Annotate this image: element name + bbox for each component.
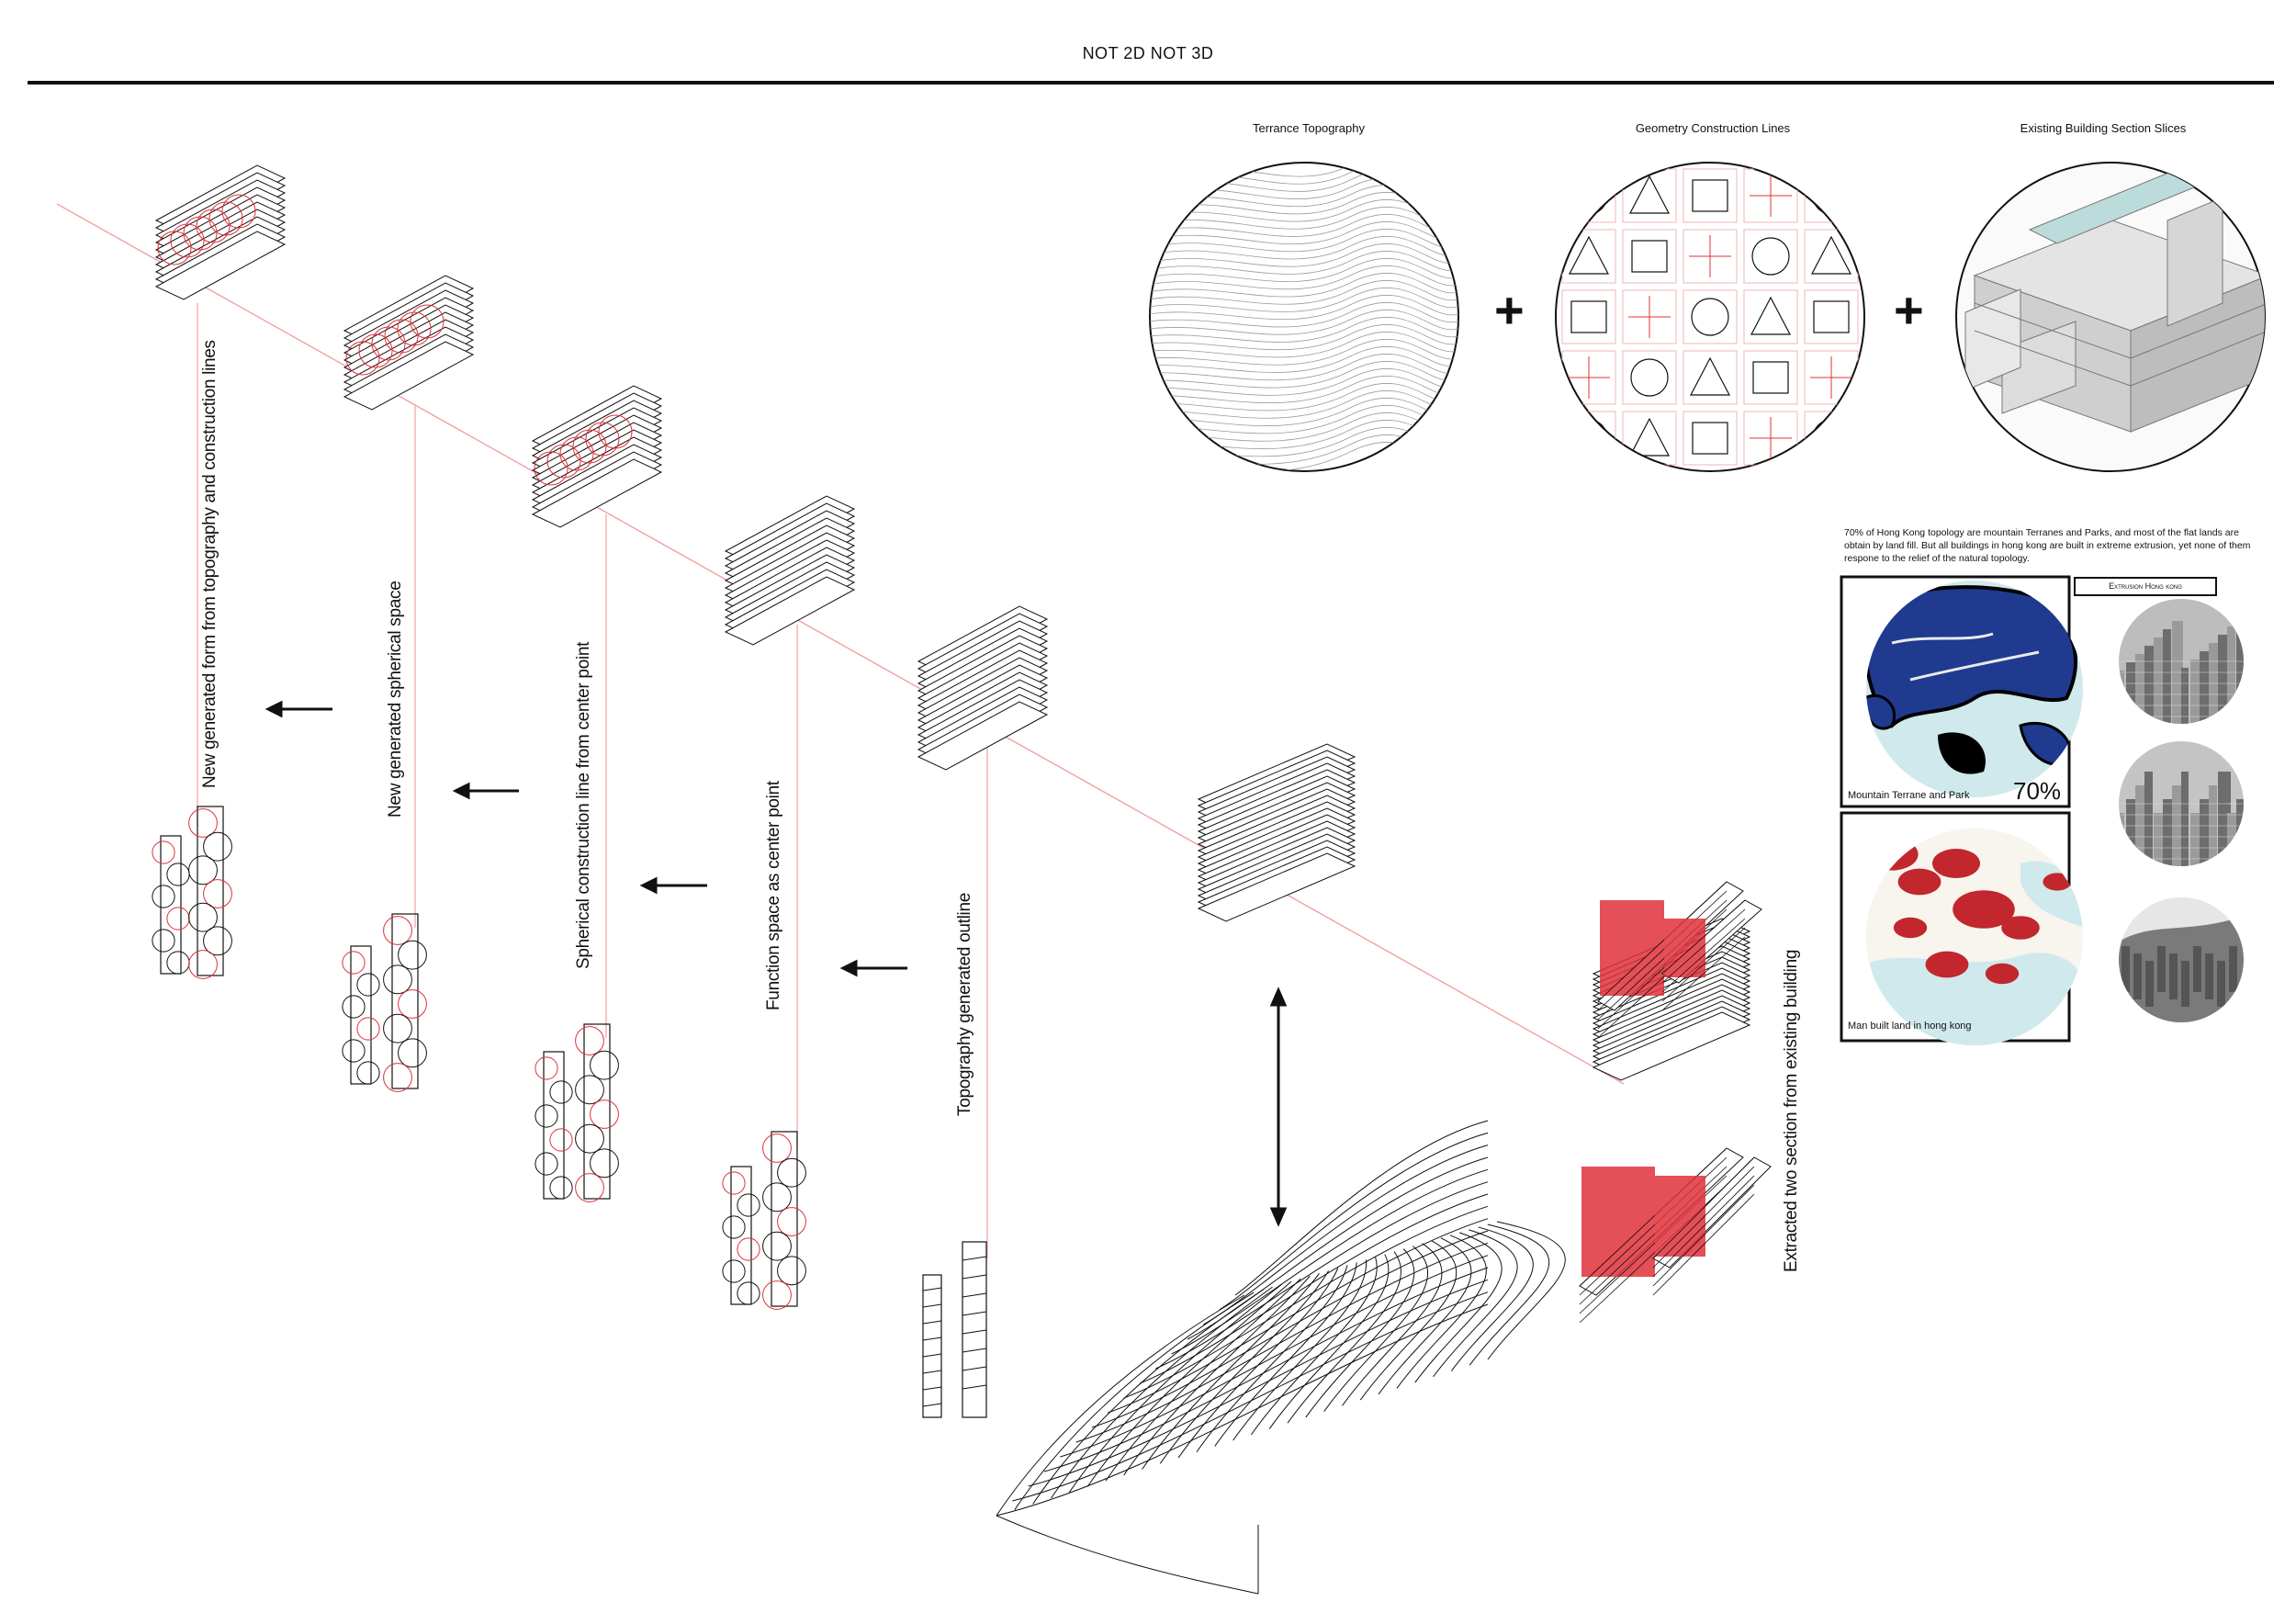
geometry-construction-circle [1555,162,1865,472]
elevation-column [535,1051,573,1200]
label-function-space: Function space as center point [764,781,783,1010]
elevation-column [922,1241,987,1418]
projection-lines [197,303,988,1258]
elevation-column [383,913,427,1092]
stacked-form [343,275,475,411]
info-paragraph: 70% of Hong Kong topology are mountain T… [1844,527,2251,564]
caption-terrance-topography: Terrance Topography [1253,121,1365,135]
arrow-left-icon [452,782,519,800]
page-title: NOT 2D NOT 3D [1082,44,1214,62]
red-section [1652,1156,1772,1296]
terrance-topography-circle [1149,162,1459,472]
label-extracted-sections: Extracted two section from existing buil… [1782,949,1801,1272]
map2-caption: Man built land in hong kong [1848,1021,1972,1032]
diagonal-guide-line [56,203,1625,1085]
double-arrow-vertical-icon [1269,987,1288,1227]
stacked-form [917,605,1049,771]
map1-caption: Mountain Terrane and Park [1848,790,1970,801]
label-new-spherical-space: New generated spherical space [386,581,405,818]
elevation-column [188,806,232,979]
photo-dense-towers-2 [2119,741,2244,866]
elevation-column [342,945,380,1085]
stacked-form [1197,743,1356,922]
caption-building-slices: Existing Building Section Slices [2020,121,2187,135]
red-section [1661,899,1762,1011]
stacked-form [154,164,287,300]
map-panel-mountain [1840,575,2083,808]
map1-percent: 70% [2013,777,2062,805]
arrow-left-icon [264,700,332,718]
extrusion-tag: Extrusion Hong kong [2074,577,2217,596]
label-spherical-construction: Spherical construction line from center … [574,641,593,969]
photo-city-view [2119,897,2244,1022]
map-panel-manbuilt [1840,811,2083,1045]
extracted-sections [1579,881,1772,1324]
stacked-form [531,385,663,528]
elevation-column [575,1023,619,1202]
arrow-left-icon [639,876,707,895]
title-rule [28,81,2274,85]
terrain-mesh [996,1120,1566,1595]
elevation-column [722,1166,760,1305]
stacked-form [724,495,856,646]
plus-icon: + [1894,281,1924,339]
building-slices-circle [1955,162,2266,472]
arrow-left-icon [839,959,907,977]
caption-geometry-lines: Geometry Construction Lines [1635,121,1791,135]
elevation-column [762,1131,806,1310]
plus-icon: + [1494,281,1525,339]
photo-dense-towers-1 [2119,599,2244,724]
label-new-generated-form: New generated form from topography and c… [200,340,219,788]
elevation-column [152,835,190,975]
label-topography-outline: Topography generated outline [955,892,974,1116]
